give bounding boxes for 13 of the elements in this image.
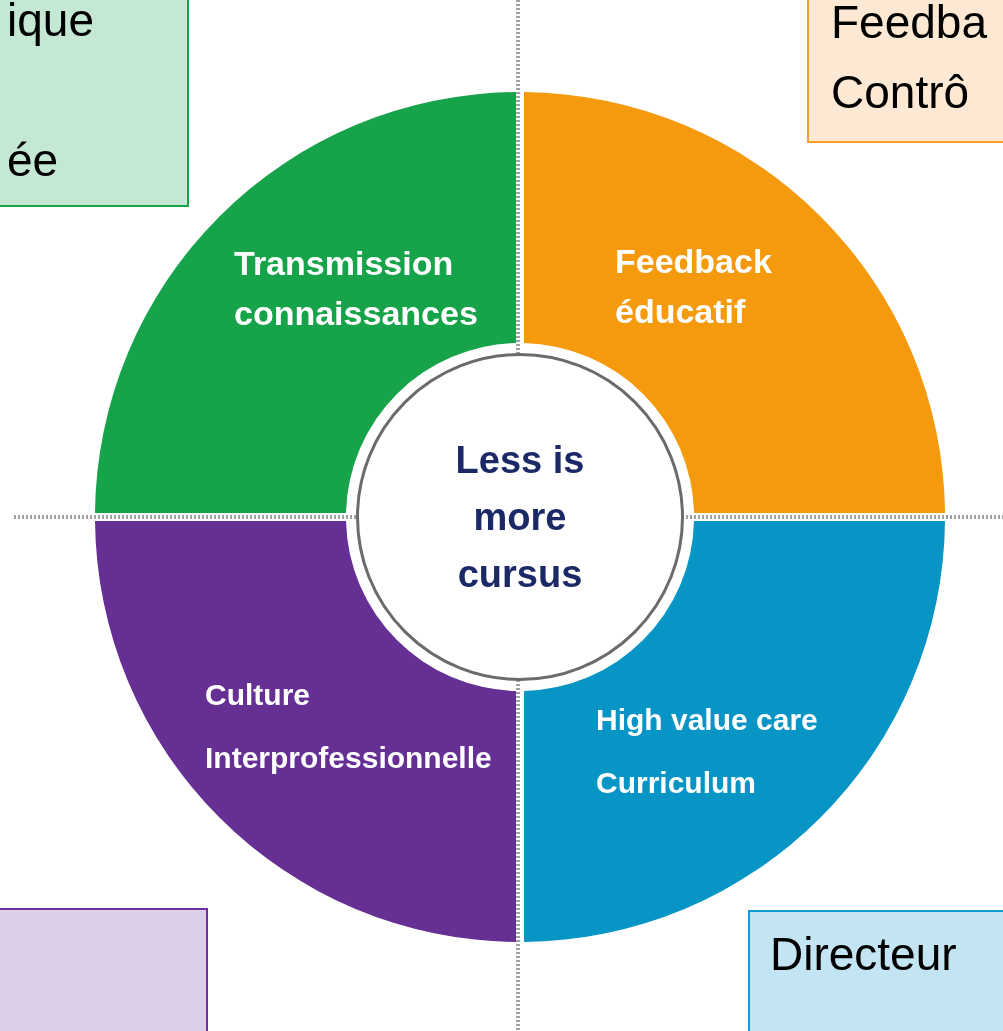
- text-box: [0, 908, 208, 1031]
- box-text: Contrô: [831, 65, 970, 120]
- text-box: [0, 0, 189, 207]
- box-text: ée: [7, 133, 59, 188]
- text-box: [807, 0, 1003, 143]
- box-text: ique: [7, 0, 94, 48]
- segment-label: Feedback éducatif: [615, 241, 773, 332]
- box-text: Directeur: [770, 927, 957, 982]
- segment-label: Transmission connaissances: [234, 243, 479, 334]
- segment-label: Culture Interprofessionnelle: [205, 677, 493, 776]
- center-label: Less is more cursus: [454, 437, 586, 597]
- segment-label: High value care Curriculum: [596, 702, 819, 801]
- box-text: Feedba: [831, 0, 987, 50]
